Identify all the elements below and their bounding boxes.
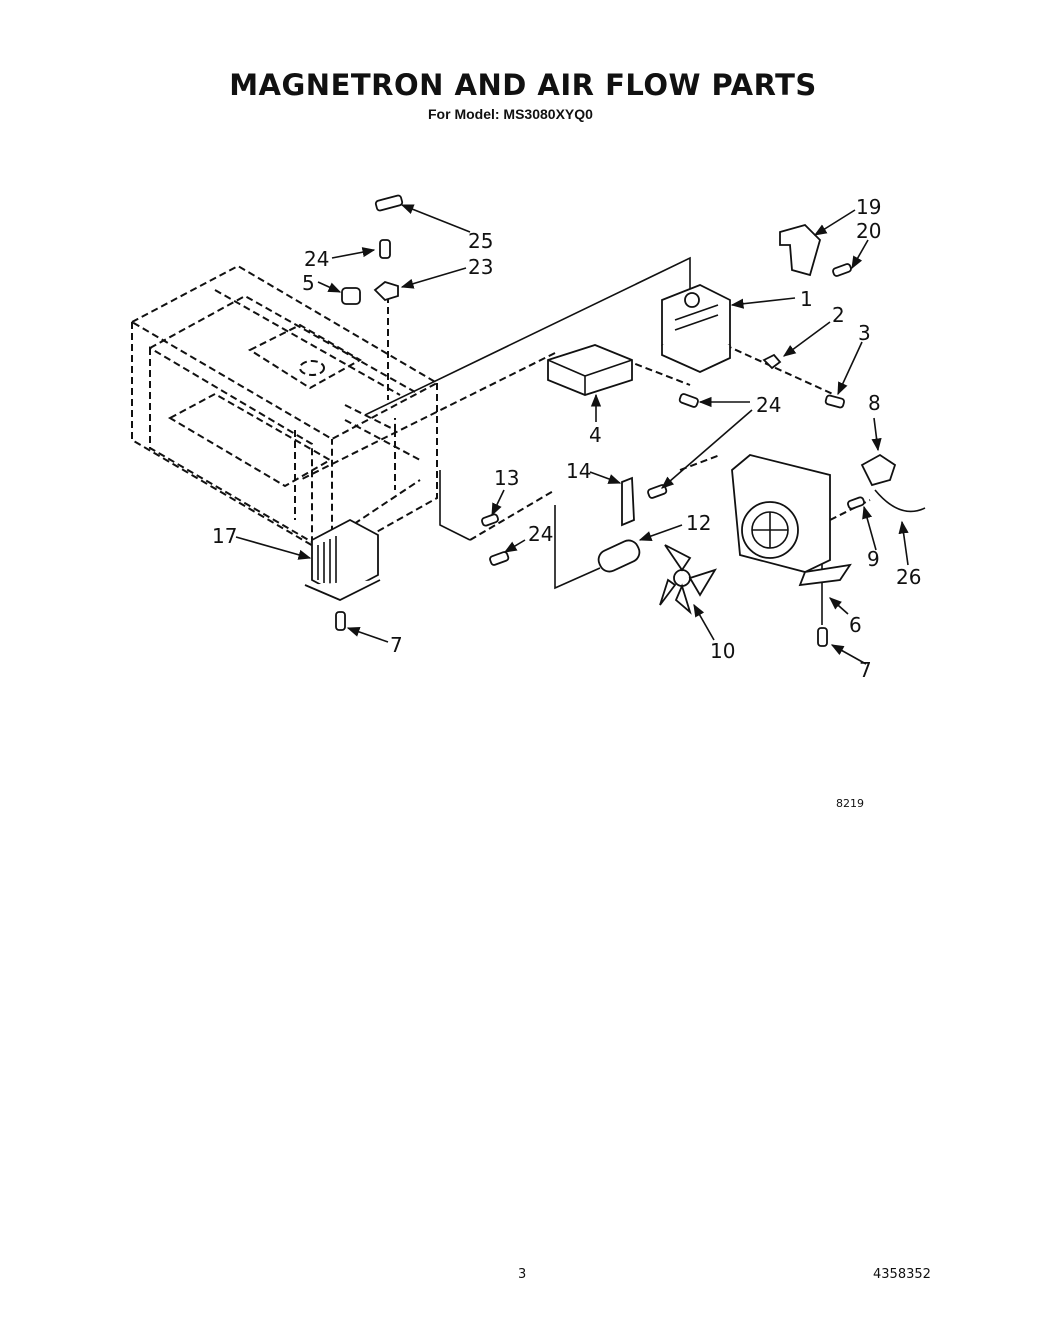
callout-24-mid: 24 — [756, 393, 781, 417]
part-bracket-19 — [779, 223, 822, 277]
callout-25: 25 — [468, 229, 493, 253]
callout-24-top: 24 — [304, 247, 329, 271]
document-number: 4358352 — [873, 1267, 931, 1282]
callout-4: 4 — [589, 423, 602, 447]
callout-17: 17 — [212, 524, 237, 548]
connection-lines — [299, 256, 871, 625]
callout-24-lower: 24 — [528, 522, 553, 546]
part-screw-20 — [832, 263, 852, 277]
callout-arrows — [235, 204, 909, 665]
part-wire-26 — [874, 489, 926, 513]
callout-26: 26 — [896, 565, 921, 589]
part-screw-24-mid — [678, 393, 699, 408]
part-clip-23 — [373, 280, 399, 302]
callout-8: 8 — [868, 391, 881, 415]
part-bracket-14 — [621, 476, 635, 527]
callout-14: 14 — [566, 459, 591, 483]
page-number: 3 — [518, 1267, 527, 1282]
callout-12: 12 — [686, 511, 711, 535]
callout-13: 13 — [494, 466, 519, 490]
callout-labels: 25 24 23 5 19 20 1 2 3 24 4 8 13 14 12 2… — [212, 195, 921, 682]
callout-3: 3 — [858, 321, 871, 345]
model-subtitle: For Model: MS3080XYQ0 — [428, 106, 593, 122]
part-thermal-fuse-8 — [860, 453, 897, 487]
part-magnetron-1 — [661, 284, 731, 373]
part-fan-housing-6 — [731, 454, 852, 587]
callout-1: 1 — [800, 287, 813, 311]
part-duct-4 — [547, 344, 633, 396]
part-thermostat-2 — [762, 353, 782, 370]
callout-7-right: 7 — [859, 658, 872, 682]
cavity-outline — [129, 264, 440, 559]
part-screw-9 — [847, 496, 865, 510]
part-screw-24-lower — [489, 551, 510, 566]
callout-20: 20 — [856, 219, 881, 243]
callout-23: 23 — [468, 255, 493, 279]
part-screw-7-right — [817, 627, 828, 647]
part-bracket-5 — [341, 287, 361, 305]
callout-7-left: 7 — [390, 633, 403, 657]
callout-6: 6 — [849, 613, 862, 637]
callout-2: 2 — [832, 303, 845, 327]
page-title: MAGNETRON AND AIR FLOW PARTS — [229, 68, 817, 102]
callout-9: 9 — [867, 547, 880, 571]
part-diode-13 — [481, 513, 499, 527]
part-fan-blade-10 — [659, 544, 718, 615]
part-screw-3 — [824, 394, 845, 409]
part-screw-7-left — [335, 611, 346, 631]
callout-19: 19 — [856, 195, 881, 219]
diagram-ref-code: 8219 — [836, 797, 864, 810]
part-screw-24-top — [379, 239, 391, 259]
callout-10: 10 — [710, 639, 735, 663]
callout-5: 5 — [302, 271, 315, 295]
part-capacitor-12 — [597, 539, 641, 573]
part-screw-25 — [374, 194, 404, 212]
part-transformer-17 — [304, 518, 381, 601]
